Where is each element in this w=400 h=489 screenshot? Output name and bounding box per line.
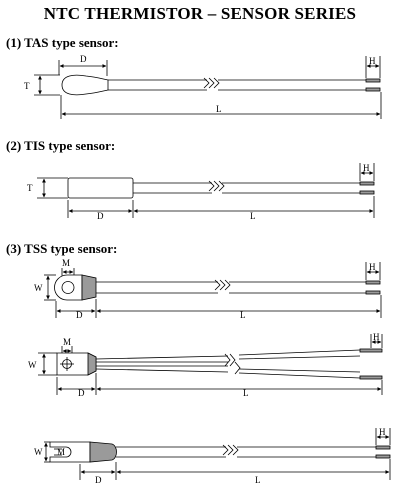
tis-dim-l-label: L [250, 211, 256, 221]
tss1-dim-l-label: L [240, 310, 246, 320]
tss3-dim-d-label: D [95, 475, 102, 485]
tas-bulb [61, 74, 109, 96]
section-label-tss: (3) TSS type sensor: [6, 241, 118, 256]
tss3-dim-h-label: H [379, 427, 386, 437]
tas-sensor-drawing [34, 56, 382, 119]
section-label-tas: (1) TAS type sensor: [6, 35, 119, 50]
tss2-dim-w-label: W [28, 360, 37, 370]
tss2-dim-l-label: L [243, 388, 249, 398]
tss2-dim-h-label: H [373, 332, 380, 342]
page-title: NTC THERMISTOR – SENSOR SERIES [43, 4, 357, 23]
tss1-dim-w-label: W [34, 283, 43, 293]
section-label-tis: (2) TIS type sensor: [6, 138, 116, 153]
tss1-dim-d-label: D [76, 310, 83, 320]
tas-dim-d-label: D [80, 54, 87, 64]
tss3-fork-terminal [49, 441, 91, 463]
tss3-dim-l-label: L [255, 475, 261, 485]
tis-tube [67, 177, 134, 199]
tis-dim-h-label: H [363, 163, 370, 173]
tas-dim-h-label: H [369, 56, 376, 66]
tss3-dim-m-label: M [57, 447, 65, 457]
tis-dim-d-label: D [97, 211, 104, 221]
tss-sensor-drawing-2 [38, 334, 383, 395]
tss1-dim-h-label: H [369, 262, 376, 272]
tss-sensor-drawing-3 [44, 428, 391, 480]
tas-dim-t-label: T [24, 81, 30, 91]
tss-sensor-drawing-1 [44, 262, 382, 318]
tss2-dim-m-label: M [63, 337, 71, 347]
tss1-dim-m-label: M [62, 258, 70, 268]
tas-dim-l-label: L [216, 104, 222, 114]
tss3-dim-w-label: W [34, 447, 43, 457]
tis-sensor-drawing [37, 163, 375, 218]
tis-dim-t-label: T [27, 183, 33, 193]
tss2-dim-d-label: D [78, 388, 85, 398]
